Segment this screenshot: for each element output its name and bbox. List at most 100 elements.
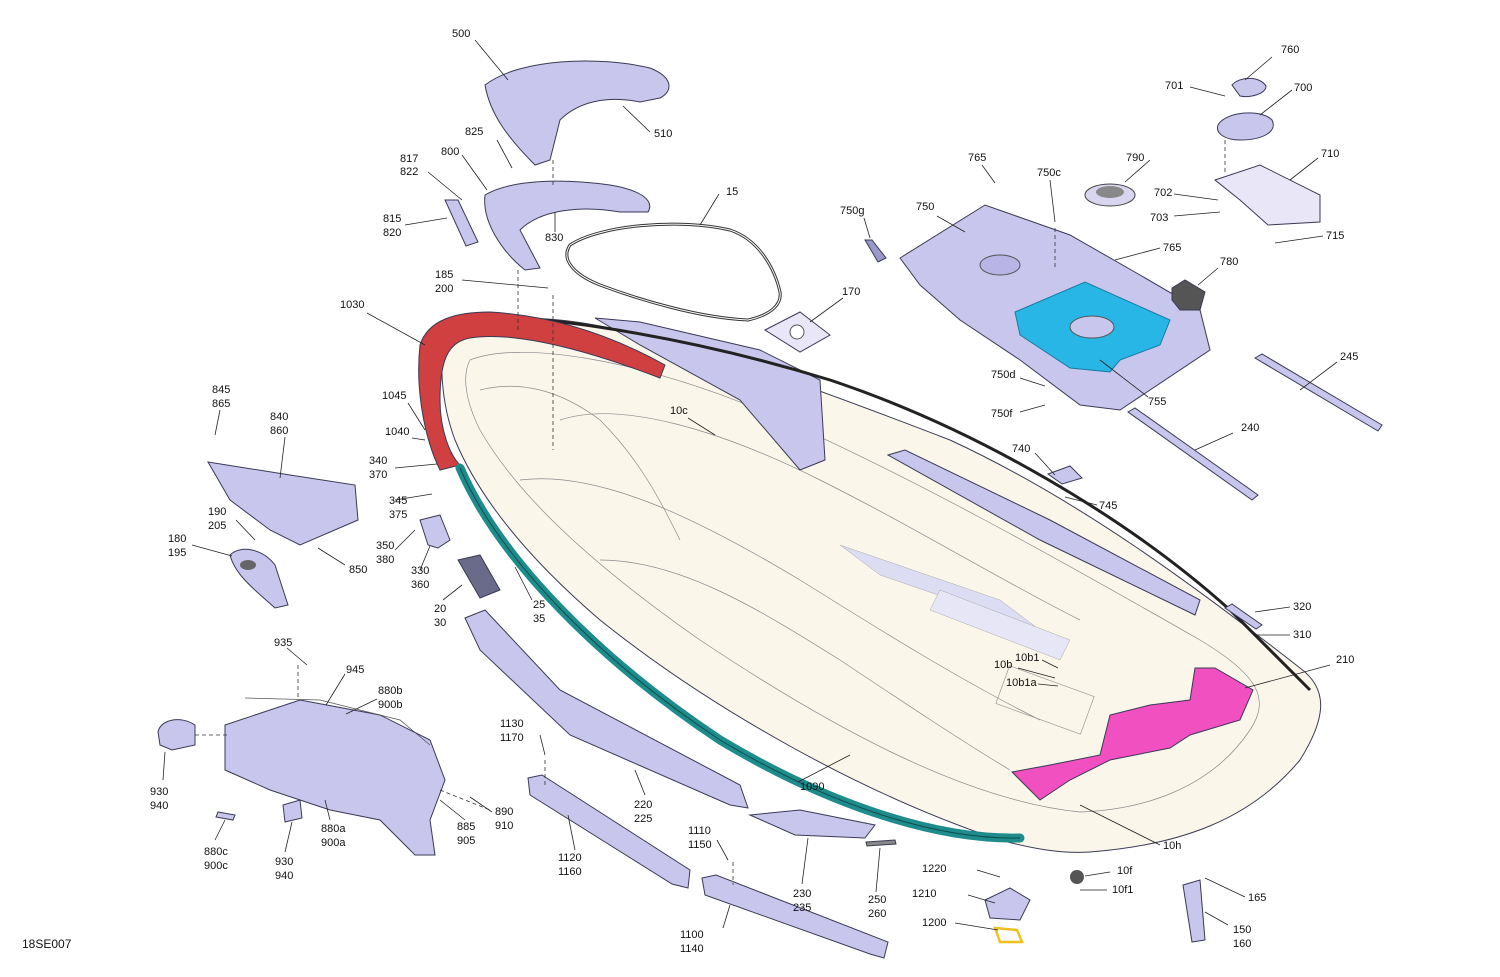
- label-10c: 10c: [670, 405, 688, 417]
- bracket-1210: [984, 887, 1031, 921]
- label-10f: 10f: [1117, 865, 1133, 877]
- latch-750g: [864, 239, 887, 263]
- label-830: 830: [545, 232, 563, 244]
- label-180: 180: [168, 533, 186, 545]
- front-bumper-1030: [418, 311, 666, 471]
- label-935: 935: [274, 637, 292, 649]
- label-820: 820: [383, 227, 401, 239]
- label-815: 815: [383, 213, 401, 225]
- label-1210: 1210: [912, 888, 936, 900]
- label-1090: 1090: [800, 781, 824, 793]
- label-790: 790: [1126, 152, 1144, 164]
- label-1100: 1100: [680, 929, 704, 941]
- bracket-740: [1046, 465, 1083, 485]
- label-1220: 1220: [922, 863, 946, 875]
- label-715: 715: [1326, 230, 1344, 242]
- label-825: 825: [465, 126, 483, 138]
- label-710: 710: [1321, 148, 1339, 160]
- label-822: 822: [400, 166, 418, 178]
- label-940b: 940: [275, 870, 293, 882]
- label-10b1: 10b1: [1015, 652, 1039, 664]
- clip-815: [444, 199, 479, 247]
- label-10b: 10b: [994, 659, 1012, 671]
- vent-180-hole: [240, 560, 256, 570]
- label-905: 905: [457, 835, 475, 847]
- bracket-330: [419, 514, 451, 549]
- label-760: 760: [1281, 44, 1299, 56]
- label-1045: 1045: [382, 390, 406, 402]
- storage-cup-hole: [1069, 315, 1115, 339]
- label-205: 205: [208, 520, 226, 532]
- knob-930a: [157, 719, 196, 751]
- label-701: 701: [1165, 80, 1183, 92]
- label-230: 230: [793, 888, 811, 900]
- label-1160: 1160: [558, 866, 582, 878]
- knob-930b: [282, 799, 303, 823]
- label-235: 235: [793, 902, 811, 914]
- rub-rail-1090-edge: [459, 467, 1021, 839]
- label-880c: 880c: [204, 846, 228, 858]
- label-740: 740: [1012, 443, 1030, 455]
- label-930b: 930: [275, 856, 293, 868]
- label-245: 245: [1340, 351, 1358, 363]
- label-35: 35: [533, 613, 545, 625]
- label-1150: 1150: [688, 839, 712, 851]
- label-195: 195: [168, 547, 186, 559]
- label-703: 703: [1150, 212, 1168, 224]
- plate-150: [1182, 879, 1206, 943]
- label-25: 25: [533, 599, 545, 611]
- label-750d: 750d: [991, 369, 1015, 381]
- cap-760: [1231, 77, 1267, 97]
- deck-shadow-strip-2: [929, 589, 1071, 661]
- upper-rail-line: [469, 314, 1312, 692]
- grate-20: [457, 554, 501, 599]
- label-945: 945: [346, 664, 364, 676]
- label-1120: 1120: [558, 852, 582, 864]
- label-1140: 1140: [680, 943, 704, 955]
- panel-880a-top: [244, 697, 431, 746]
- label-310: 310: [1293, 629, 1311, 641]
- label-250: 250: [868, 894, 886, 906]
- label-880a: 880a: [321, 823, 346, 835]
- seal-15: [565, 222, 782, 322]
- plate-320: [1224, 603, 1263, 630]
- left-side-panel: [594, 317, 826, 471]
- vent-180: [229, 548, 289, 609]
- label-170: 170: [842, 286, 860, 298]
- label-755: 755: [1148, 396, 1166, 408]
- label-240: 240: [1241, 422, 1259, 434]
- plate-170-hole: [789, 324, 805, 340]
- base-700: [1217, 112, 1274, 141]
- strip-245: [1254, 353, 1383, 432]
- label-750: 750: [916, 201, 934, 213]
- label-900a: 900a: [321, 837, 346, 849]
- block-780: [1171, 279, 1206, 311]
- label-1170: 1170: [500, 732, 524, 744]
- label-940a: 940: [150, 800, 168, 812]
- label-750c: 750c: [1037, 167, 1061, 179]
- label-702: 702: [1154, 187, 1172, 199]
- label-1130: 1130: [500, 718, 524, 730]
- label-30: 30: [434, 617, 446, 629]
- label-880b: 880b: [378, 685, 402, 697]
- label-360: 360: [411, 579, 429, 591]
- bracket-1200: [993, 926, 1024, 944]
- label-200: 200: [435, 283, 453, 295]
- label-380: 380: [376, 554, 394, 566]
- label-860: 860: [270, 425, 288, 437]
- label-160: 160: [1233, 938, 1251, 950]
- deck-body: [441, 317, 1322, 853]
- deck-center-console: [479, 385, 681, 541]
- label-10h: 10h: [1163, 840, 1181, 852]
- label-765a: 765: [968, 152, 986, 164]
- foot-10f: [1070, 870, 1084, 884]
- cover-500: [484, 60, 670, 166]
- label-865: 865: [212, 398, 230, 410]
- label-225: 225: [634, 813, 652, 825]
- trim-1100: [701, 874, 889, 959]
- label-1040: 1040: [385, 426, 409, 438]
- storage-cup-hole-2: [979, 254, 1021, 276]
- trim-1120: [527, 774, 691, 889]
